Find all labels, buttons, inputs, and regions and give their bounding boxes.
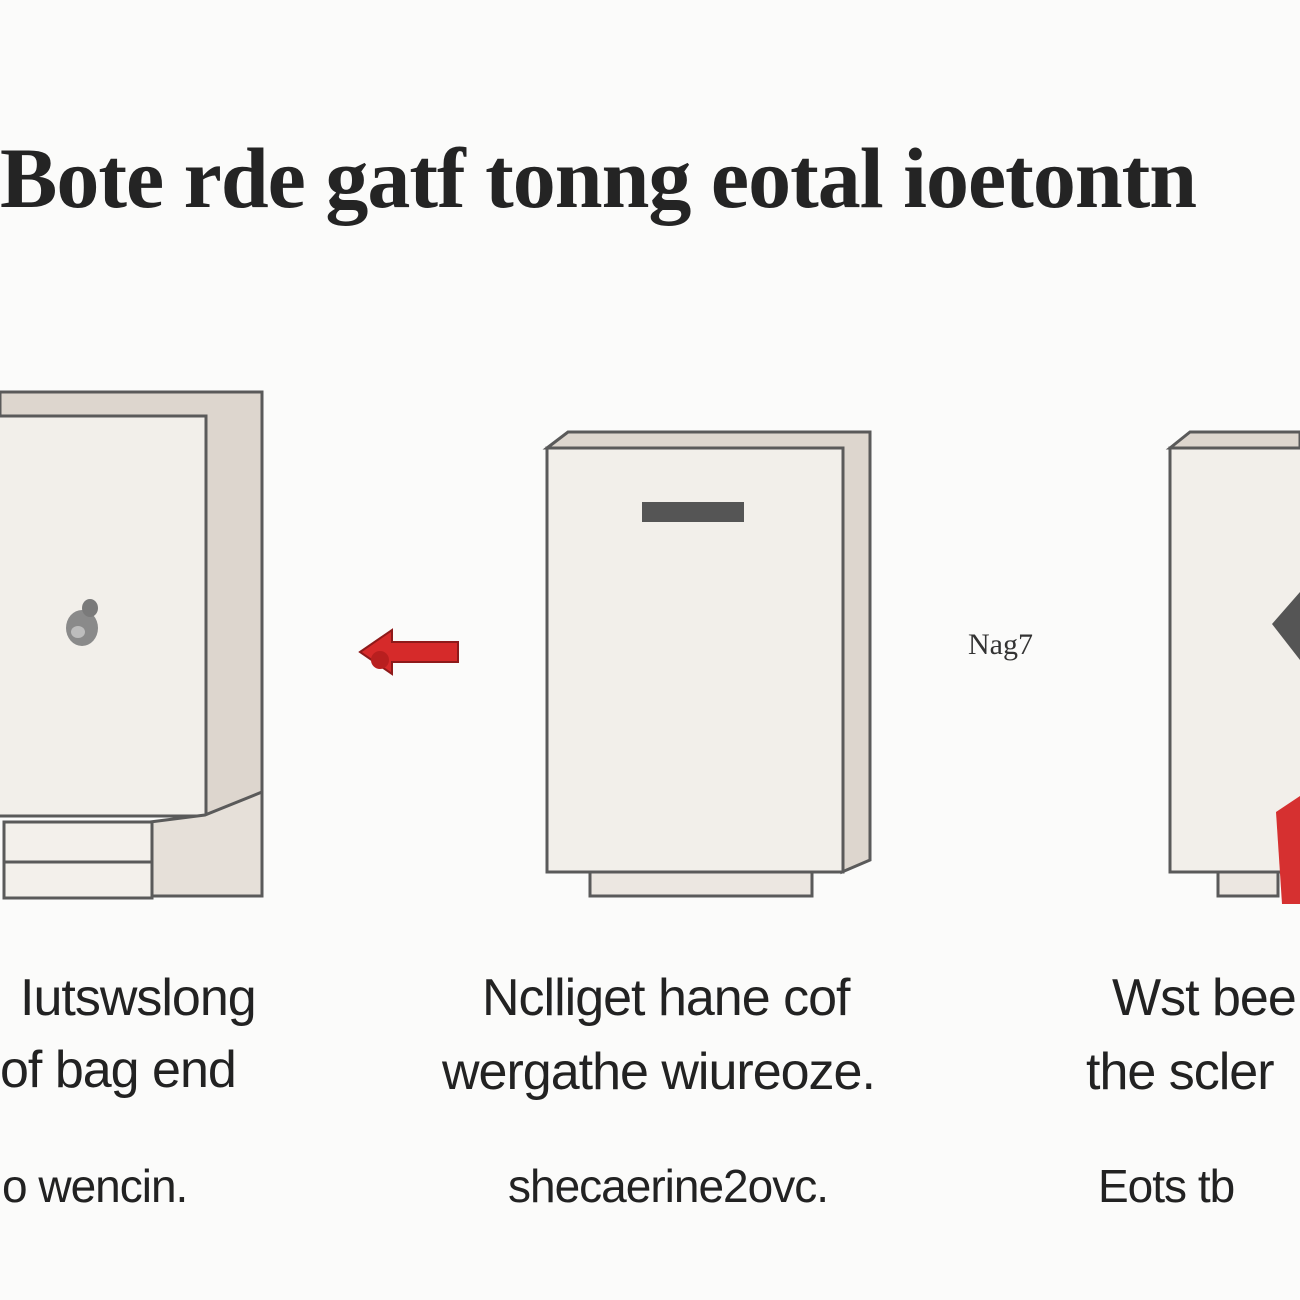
red-arrow-icon <box>358 628 459 676</box>
step-2-line-3: shecaerine2ovc. <box>508 1160 829 1212</box>
step-2-line-1: Nclliget hane cof <box>482 969 850 1027</box>
step-2-line-2: wergathe wiureoze. <box>442 1043 876 1101</box>
step-1-line-3: o wencin. <box>2 1160 188 1212</box>
step-3-line-1: Wst bee <box>1112 969 1297 1027</box>
step-1-line-1: Iutswslong <box>20 969 257 1027</box>
cabinet-3 <box>1165 430 1300 904</box>
knob-icon <box>66 599 98 646</box>
step-3-line-2: the scler <box>1086 1043 1275 1101</box>
page-title: Bote rde gatf tonng eotal ioetontn <box>0 130 1197 226</box>
cabinet-1 <box>0 390 264 900</box>
step-1-line-2: of bag end <box>0 1041 237 1099</box>
step-3-line-3: Eots tb <box>1098 1160 1235 1212</box>
cabinet-2 <box>542 430 872 898</box>
handle-slot <box>642 502 744 522</box>
mid-label: Nag7 <box>968 628 1033 661</box>
